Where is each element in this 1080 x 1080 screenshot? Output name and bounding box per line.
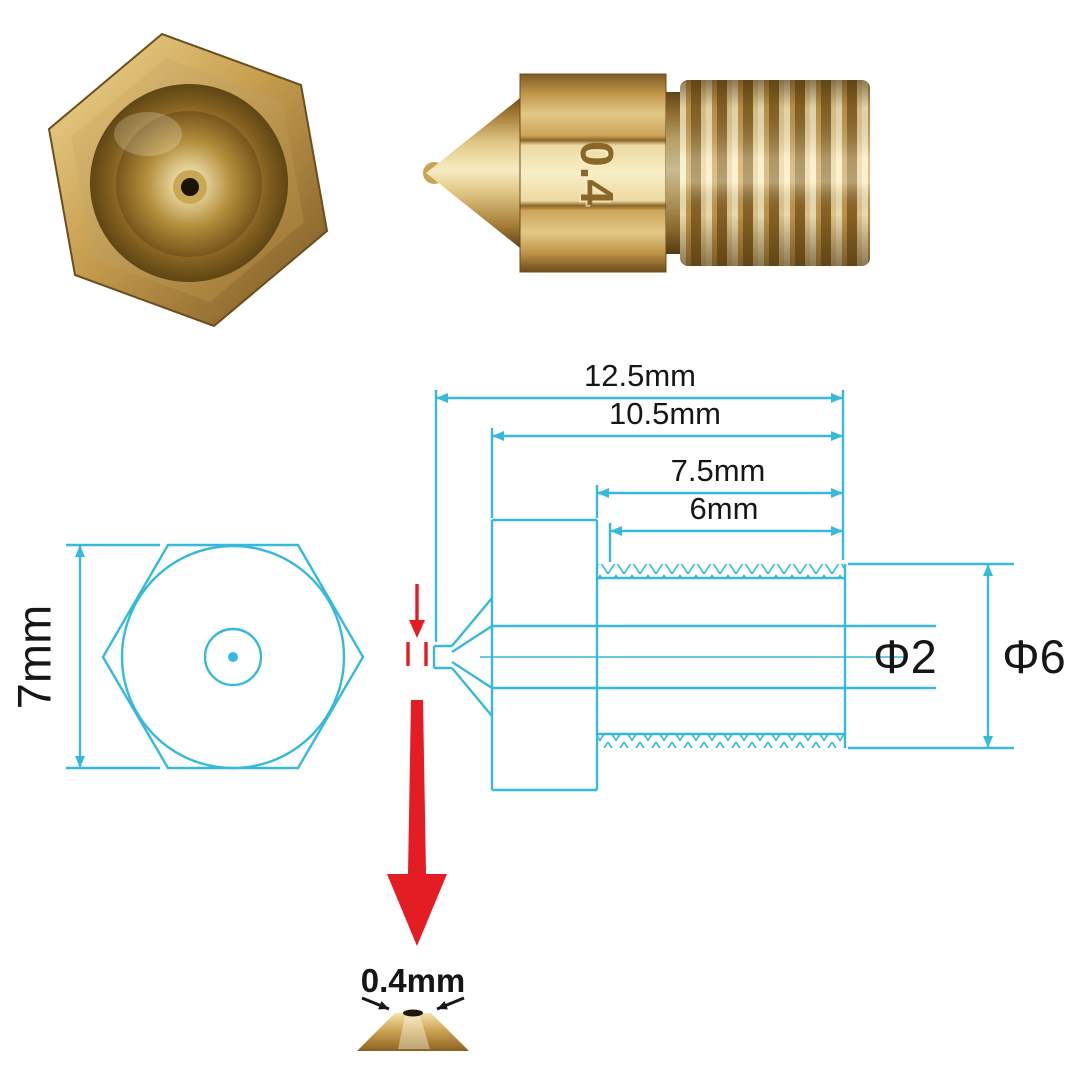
nozzle-cone [426,98,520,248]
cone-inner-bottom [451,660,493,690]
tip-cone-photo [357,1013,469,1051]
nozzle-photo-bottom-view [47,32,329,328]
dim-label-overall-length: 12.5mm [584,358,696,393]
orifice-hole [181,178,199,196]
front-view-hexagon [101,543,365,770]
dim-label-bore-diameter: Φ2 [873,630,937,683]
collar-shade [666,92,680,254]
cone-outer-top [451,597,493,647]
center-dot [228,652,238,662]
pointer-upper-head [409,620,425,638]
dim-label-thread-diameter: Φ6 [1002,630,1066,683]
collar [666,92,680,254]
dim-label-thread-length: 7.5mm [671,453,766,488]
inscribed-circle [120,544,346,770]
tip-cone-highlight [398,1016,430,1049]
highlight [114,112,182,156]
tip-cone-hole [403,1009,423,1017]
phi-dimensions: Φ2 Φ6 [848,562,1066,750]
orifice-label: 0.4mm [361,962,466,999]
bore-circle [203,627,263,687]
dim-label-thread-engagement: 6mm [690,491,759,526]
dim-label-shank-length: 10.5mm [609,396,721,431]
side-profile [432,518,936,792]
dim-7mm: 7mm [7,543,160,770]
red-pointer-arrow [387,584,447,946]
top-dimensions: 12.5mm 10.5mm 7.5mm 6mm [434,358,845,642]
engraving-highlight: 0.4 [569,143,621,207]
thread-teeth-top [597,564,845,578]
hex-section [519,73,667,273]
engraving-text: 0.4 [571,141,623,205]
dim-label-hex-across-flats: 7mm [7,605,60,709]
orifice-detail: 0.4mm [357,962,469,1051]
thread-teeth-bottom [597,734,845,748]
nozzle-photo-side-view: 0.4 0.4 [423,73,870,273]
cone-inner-top [451,624,493,654]
thread-shading [680,80,870,266]
orifice-arrow-right [436,996,465,1011]
orifice-arrow-left [361,996,390,1011]
hexagon-outline [101,543,365,770]
big-down-arrow [387,700,447,946]
cone-outer-bottom [451,667,493,717]
